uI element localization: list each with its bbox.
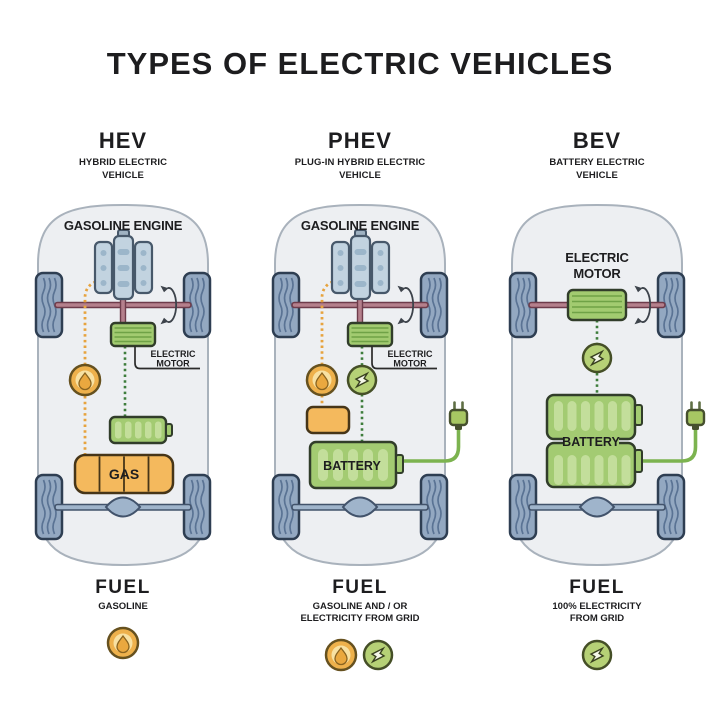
- electricity-icon: [362, 639, 394, 671]
- electricity-icon: [346, 364, 378, 396]
- fuel-heading: FUEL: [95, 577, 151, 598]
- plug-icon: [448, 401, 469, 432]
- bev-car-diagram: BATTERY ELECTRIC MOTOR: [477, 200, 706, 572]
- fuel-drop-icon: [324, 638, 358, 672]
- gasoline-engine-label: GASOLINE ENGINE: [301, 218, 420, 233]
- charging-cord: [638, 428, 698, 463]
- gas-tank-label: GAS: [109, 466, 139, 482]
- electric-motor-label: ELECTRIC: [151, 349, 197, 359]
- gas-tank: [305, 405, 351, 435]
- gas-tank: GAS: [73, 453, 175, 495]
- fuel-section-phev: FUEL GASOLINE AND / OR ELECTRICITY FROM …: [240, 577, 480, 678]
- fuel-drop-icon: [305, 363, 339, 397]
- fuel-section-hev: FUEL GASOLINE: [3, 577, 243, 666]
- gasoline-engine-label: GASOLINE ENGINE: [64, 218, 183, 233]
- vehicle-abbr: HEV: [98, 128, 148, 153]
- electric-motor: [346, 321, 394, 348]
- fuel-drop-icon: [106, 626, 140, 660]
- electricity-icon: [581, 639, 613, 671]
- phev-car-diagram: BATTERY GASOLINE ENGINE ELECTRIC MOTOR: [240, 200, 469, 572]
- electric-motor-heading: MOTOR: [573, 266, 621, 281]
- vehicle-header-hev: HEV HYBRID ELECTRIC VEHICLE: [3, 128, 243, 182]
- electric-motor-label: MOTOR: [393, 359, 427, 369]
- fuel-drop-icon: [68, 363, 102, 397]
- battery: BATTERY: [308, 440, 404, 490]
- fuel-heading: FUEL: [569, 577, 625, 598]
- plug-icon: [685, 401, 706, 432]
- battery-label: BATTERY: [562, 435, 620, 449]
- fuel-section-bev: FUEL 100% ELECTRICITY FROM GRID: [477, 577, 717, 678]
- hev-car-diagram: GAS GASOLINE ENGINE ELECTRIC MOTOR: [3, 200, 243, 572]
- vehicle-full-name: BATTERY ELECTRIC VEHICLE: [549, 157, 645, 181]
- vehicle-abbr: PHEV: [328, 128, 392, 153]
- electric-motor-label: ELECTRIC: [388, 349, 434, 359]
- charging-cord: [399, 428, 461, 463]
- electricity-icon: [581, 342, 613, 374]
- battery: BATTERY: [545, 393, 643, 489]
- electric-motor: [566, 288, 628, 322]
- fuel-icon-row: [477, 637, 717, 678]
- vehicle-full-name: HYBRID ELECTRIC VEHICLE: [78, 157, 168, 181]
- battery-label: BATTERY: [323, 459, 381, 473]
- page-title: TYPES OF ELECTRIC VEHICLES: [106, 46, 614, 81]
- fuel-description: 100% ELECTRICITY FROM GRID: [552, 601, 642, 624]
- fuel-heading: FUEL: [332, 577, 388, 598]
- electric-motor: [109, 321, 157, 348]
- electric-motor-label: MOTOR: [156, 359, 190, 369]
- fuel-description: GASOLINE AND / OR ELECTRICITY FROM GRID: [300, 601, 420, 624]
- fuel-icon-row: [240, 637, 480, 678]
- small-battery: [108, 415, 173, 445]
- fuel-icon-row: [3, 625, 243, 666]
- electric-motor-heading: ELECTRIC: [565, 250, 629, 265]
- vehicle-abbr: BEV: [572, 128, 622, 153]
- vehicle-full-name: PLUG-IN HYBRID ELECTRIC VEHICLE: [294, 157, 426, 181]
- fuel-description: GASOLINE: [98, 601, 148, 612]
- vehicle-header-bev: BEV BATTERY ELECTRIC VEHICLE: [477, 128, 717, 182]
- vehicle-header-phev: PHEV PLUG-IN HYBRID ELECTRIC VEHICLE: [240, 128, 480, 182]
